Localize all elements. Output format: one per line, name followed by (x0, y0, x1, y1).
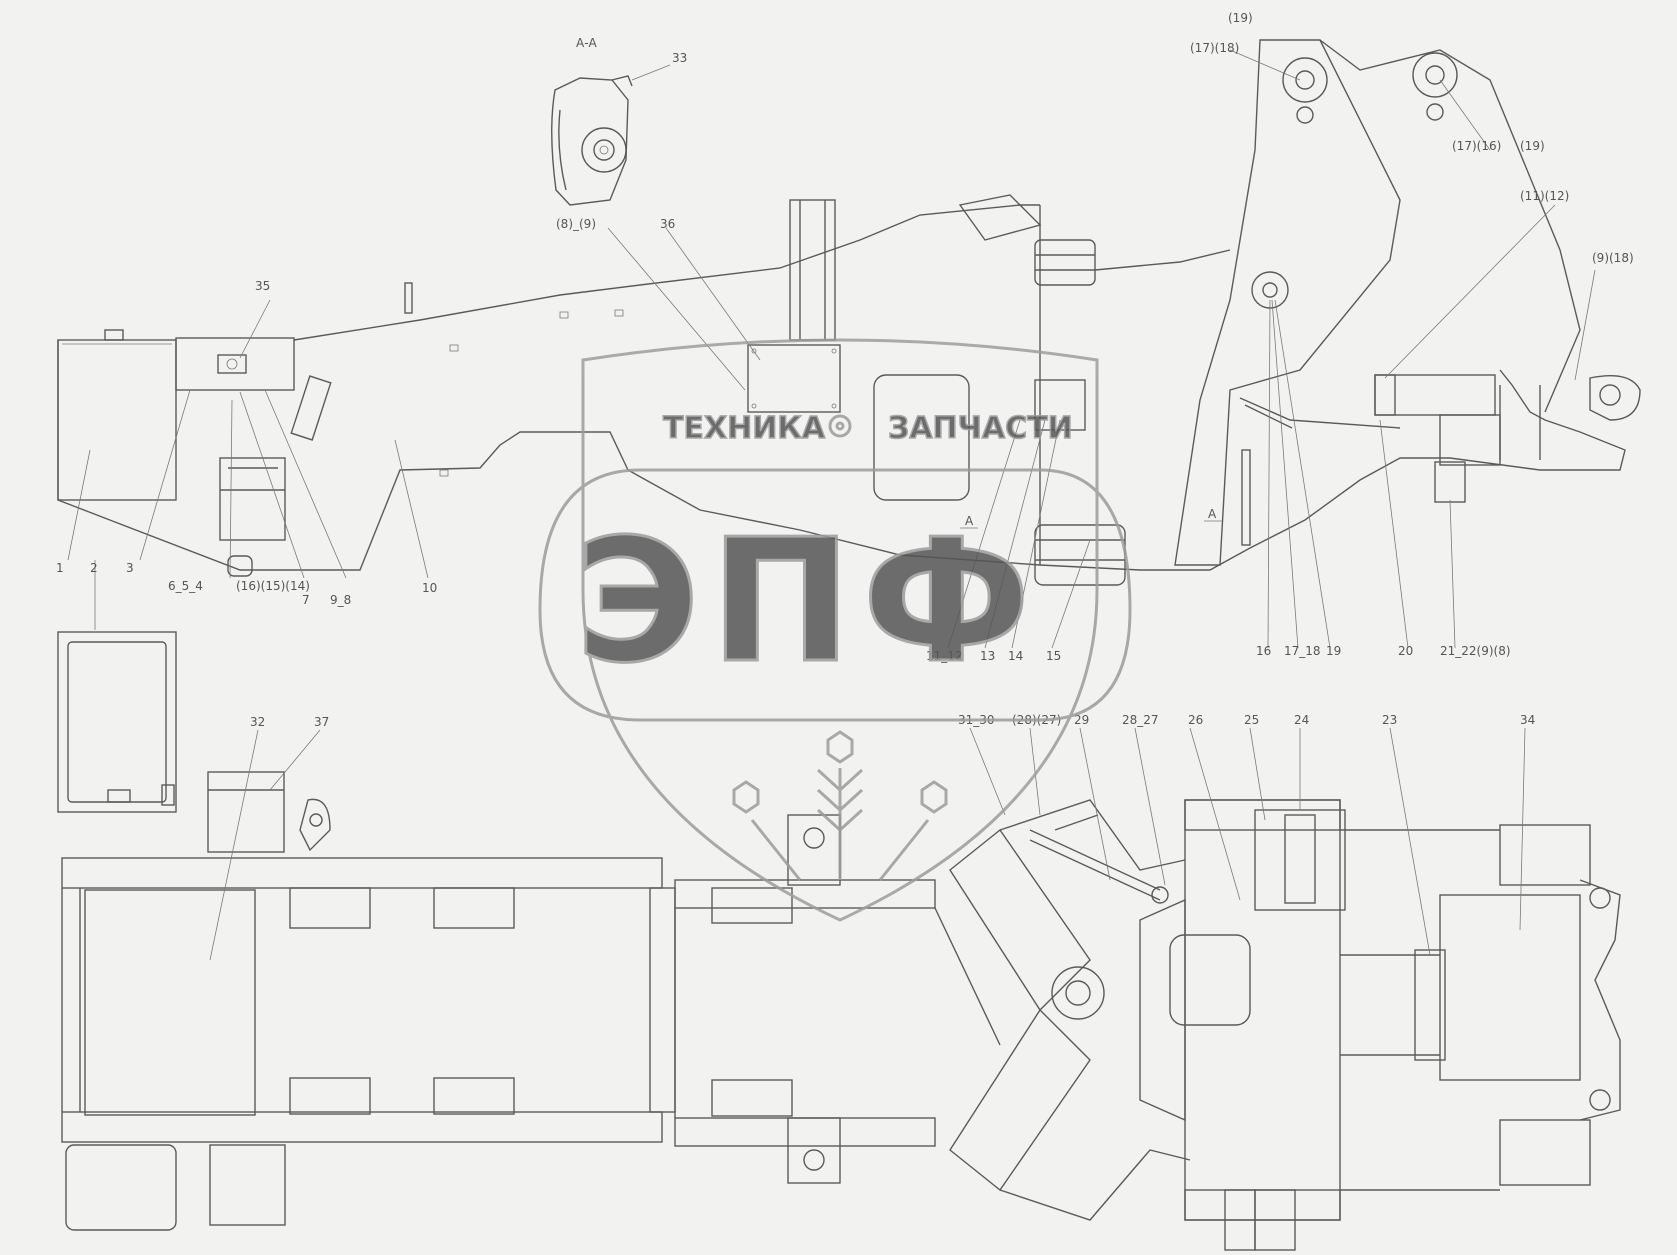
callout-17-18: 17_18 (1284, 644, 1321, 658)
watermark-text-right: ЗАПЧАСТИ (888, 411, 1073, 446)
callout-25: 25 (1244, 713, 1259, 727)
watermark-text-left: ТЕХНИКА (663, 411, 826, 446)
callout-11-12: 11_12 (926, 649, 963, 663)
side-view-callouts: 1 2 3 6_5_4 (16)(15)(14) 7 9_8 10 35 (8)… (56, 11, 1634, 663)
callout-15: 15 (1046, 649, 1061, 663)
callout-21-22-9-8: 21_22(9)(8) (1440, 644, 1511, 658)
callout-8-9: (8)_(9) (556, 217, 596, 231)
callout-17-18-top: (17)(18) (1190, 41, 1239, 55)
side-view-leaders (67, 49, 1596, 649)
callout-14: 14 (1008, 649, 1023, 663)
section-title: А-А (576, 36, 598, 50)
callout-1: 1 (56, 561, 64, 575)
callout-17-16-right: (17)(16) (1452, 139, 1501, 153)
callout-28-27b: 28_27 (1122, 713, 1159, 727)
frame-top-view (57, 631, 1621, 1251)
section-detail-a-a: А-А 33 (551, 36, 687, 206)
callout-20: 20 (1398, 644, 1413, 658)
section-marker-right: А (1208, 507, 1217, 521)
callout-33: 33 (672, 51, 687, 65)
callout-19: 19 (1326, 644, 1341, 658)
callout-16-15-14: (16)(15)(14) (236, 579, 310, 593)
callout-19-right: (19) (1520, 139, 1545, 153)
callout-37: 37 (314, 715, 329, 729)
callout-16: 16 (1256, 644, 1271, 658)
callout-35: 35 (255, 279, 270, 293)
top-view-leaders (209, 727, 1526, 961)
frame-side-view: А А (57, 39, 1641, 586)
callout-2: 2 (90, 561, 98, 575)
callout-36: 36 (660, 217, 675, 231)
gear-icon (828, 414, 852, 438)
watermark-logo: ТЕХНИКА ЗАПЧАСТИ ЭПФ (538, 338, 1132, 922)
callout-19-top: (19) (1228, 11, 1253, 25)
callout-24: 24 (1294, 713, 1309, 727)
callout-3: 3 (126, 561, 134, 575)
callout-9-18: (9)(18) (1592, 251, 1634, 265)
callout-34: 34 (1520, 713, 1535, 727)
callout-32: 32 (250, 715, 265, 729)
watermark-logo-letters: ЭПФ (575, 503, 1041, 701)
section-marker-left: А (965, 514, 974, 528)
callout-26: 26 (1188, 713, 1203, 727)
callout-6-5-4: 6_5_4 (168, 579, 203, 593)
callout-11-12-right: (11)(12) (1520, 189, 1569, 203)
callout-9-8: 9_8 (330, 593, 351, 607)
wheat-ear-icon (732, 730, 948, 881)
callout-10: 10 (422, 581, 437, 595)
callout-7: 7 (302, 593, 310, 607)
callout-13: 13 (980, 649, 995, 663)
callout-23: 23 (1382, 713, 1397, 727)
callout-29: 29 (1074, 713, 1089, 727)
